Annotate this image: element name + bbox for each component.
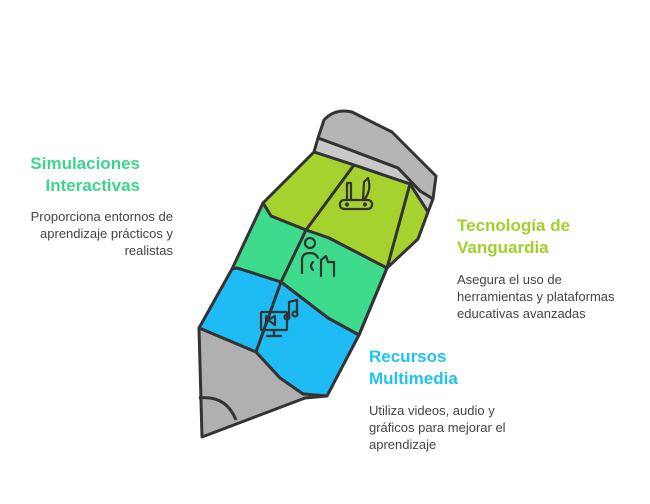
section-title-line1: Recursos [369, 347, 447, 366]
section-desc-recursos: Utiliza videos, audio y gráficos para me… [369, 402, 544, 453]
section-title-line2: Multimedia [369, 369, 458, 388]
section-title-line1: Tecnología de [457, 216, 571, 235]
section-desc-simulaciones: Proporciona entornos de aprendizaje prác… [10, 208, 173, 259]
section-title-line2: Interactivas [45, 176, 141, 195]
pencil-facet-line-right [357, 183, 412, 336]
section-desc-line2: gráficos para mejorar el [369, 420, 506, 435]
section-desc-line1: Utiliza videos, audio y [369, 403, 495, 418]
section-desc-line2: aprendizaje prácticos y [40, 226, 173, 241]
section-title-simulaciones: Simulaciones Interactivas [20, 153, 140, 197]
section-desc-tecnologia: Asegura el uso de herramientas y platafo… [457, 271, 642, 322]
section-title-line2: Vanguardia [457, 238, 549, 257]
section-desc-line3: educativas avanzadas [457, 306, 586, 321]
person-interacting-icon [300, 236, 336, 278]
section-desc-line1: Asegura el uso de [457, 272, 562, 287]
pencil-facet-line-left [254, 164, 356, 353]
swiss-army-knife-icon [338, 176, 374, 211]
section-desc-line3: realistas [124, 243, 173, 258]
section-title-recursos: Recursos Multimedia [369, 346, 529, 390]
section-title-tecnologia: Tecnología de Vanguardia [457, 215, 627, 259]
section-desc-line1: Proporciona entornos de [30, 209, 173, 224]
section-desc-line3: aprendizaje [369, 437, 437, 452]
section-title-line1: Simulaciones [30, 154, 140, 173]
multimedia-monitor-icon [259, 298, 299, 338]
pencil-tip-line [198, 396, 238, 421]
section-desc-line2: herramientas y plataformas [457, 289, 615, 304]
